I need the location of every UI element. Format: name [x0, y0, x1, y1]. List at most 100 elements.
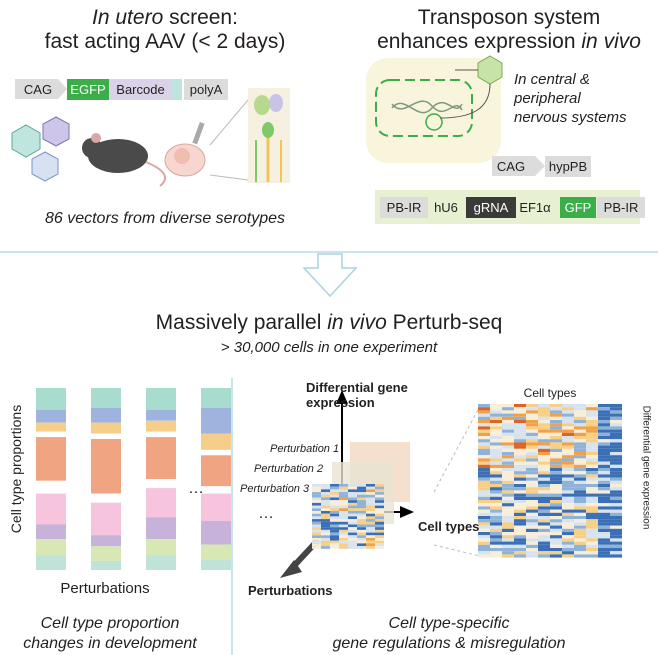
- pb-ir-right: PB-IR: [597, 197, 645, 218]
- hm-big-cell: [610, 461, 622, 465]
- hm-big-cell: [562, 490, 574, 494]
- hm-big-cell: [502, 519, 514, 523]
- hm-big-cell: [526, 516, 538, 520]
- hm-big-cell: [598, 490, 610, 494]
- hm-big-cell: [490, 410, 502, 414]
- hm-front-cell: [339, 532, 348, 536]
- hm-front-cell: [339, 516, 348, 520]
- hm-big-cell: [526, 480, 538, 484]
- hm-big-cell: [574, 420, 586, 424]
- hm-big-cell: [562, 439, 574, 443]
- hm-big-cell: [550, 509, 562, 513]
- hm-big-cell: [514, 490, 526, 494]
- hm-big-cell: [478, 512, 490, 516]
- hm-big-cell: [538, 493, 550, 497]
- hm-big-cell: [598, 464, 610, 468]
- proportion-caption-line1: Cell type proportion: [40, 615, 180, 632]
- hm-big-cell: [502, 474, 514, 478]
- hm-big-cell: [550, 532, 562, 536]
- hm-big-cell: [514, 445, 526, 449]
- hm-big-cell: [538, 554, 550, 558]
- hm-big-cell: [598, 516, 610, 520]
- hm-big-cell: [598, 452, 610, 456]
- hm-big-cell: [598, 429, 610, 433]
- hm-big-cell: [562, 506, 574, 510]
- hm-big-cell: [574, 474, 586, 478]
- hm-big-cell: [478, 525, 490, 529]
- axis-cell-types: Cell types: [418, 519, 480, 534]
- hm-front-cell: [375, 502, 384, 506]
- hm-big-cell: [574, 413, 586, 417]
- hm-big-cell: [574, 429, 586, 433]
- hm-big-cell: [610, 551, 622, 555]
- hm-front-cell: [330, 513, 339, 517]
- hm-big-cell: [586, 461, 598, 465]
- hm-front-cell: [321, 546, 330, 549]
- hm-front-cell: [339, 521, 348, 525]
- hm-big-cell: [502, 548, 514, 552]
- hm-big-cell: [550, 404, 562, 408]
- hm-big-cell: [526, 429, 538, 433]
- hm-big-cell: [478, 455, 490, 459]
- hm-big-cell: [550, 525, 562, 529]
- hm-front-cell: [330, 502, 339, 506]
- hm-big-cell: [490, 493, 502, 497]
- hm-front-cell: [366, 508, 375, 511]
- bar-segment-0-2: [36, 422, 66, 432]
- hm-big-cell: [514, 538, 526, 542]
- cag-promoter: CAG: [23, 82, 53, 97]
- hm-front-cell: [321, 513, 330, 517]
- hm-front-cell: [348, 540, 357, 544]
- hm-big-cell: [478, 404, 490, 408]
- hm-big-cell: [598, 544, 610, 548]
- hm-front-cell: [348, 511, 357, 514]
- hm-big-cell: [586, 410, 598, 414]
- hm-big-cell: [550, 522, 562, 526]
- hm-big-cell: [586, 458, 598, 462]
- hm-big-cell: [514, 442, 526, 446]
- hm-front-cell: [375, 540, 384, 544]
- hm-big-cell: [490, 458, 502, 462]
- hm-big-cell: [574, 525, 586, 529]
- hm-big-cell: [610, 416, 622, 420]
- hm-front-cell: [357, 500, 366, 503]
- hm-big-cell: [574, 461, 586, 465]
- polya-segment: polyA: [184, 79, 228, 100]
- hm-big-cell: [502, 490, 514, 494]
- hm-big-cell: [562, 413, 574, 417]
- hm-big-cell: [550, 445, 562, 449]
- hm-big-cell: [598, 528, 610, 532]
- hm-big-cell: [490, 509, 502, 513]
- hm-front-cell: [330, 508, 339, 511]
- hm-big-cell: [598, 512, 610, 516]
- hm-big-cell: [538, 471, 550, 475]
- hm-big-cell: [538, 551, 550, 555]
- bar-segment-1-4: [91, 439, 121, 494]
- hm-front-cell: [357, 532, 366, 536]
- hm-big-cell: [478, 509, 490, 513]
- hm-big-cell: [478, 487, 490, 491]
- hm-big-cell: [562, 496, 574, 500]
- perturbseq-title-suffix: Perturb-seq: [386, 311, 503, 334]
- hm-big-cell: [490, 471, 502, 475]
- hm-big-cell: [550, 436, 562, 440]
- hm-big-cell: [514, 423, 526, 427]
- hm-big-cell: [574, 436, 586, 440]
- hm-big-cell: [502, 420, 514, 424]
- hm-front-cell: [312, 502, 321, 506]
- hm-big-cell: [478, 541, 490, 545]
- hm-big-cell: [574, 487, 586, 491]
- hm-big-cell: [598, 455, 610, 459]
- hm-big-cell: [610, 493, 622, 497]
- hm-front-cell: [348, 486, 357, 490]
- hm-big-cell: [490, 404, 502, 408]
- hm-big-cell: [550, 500, 562, 504]
- cag-label-2: CAG: [496, 159, 526, 174]
- hm-big-cell: [490, 474, 502, 478]
- neuron-tissue-illustration: [209, 88, 290, 183]
- hm-big-cell: [502, 436, 514, 440]
- hm-big-cell: [574, 500, 586, 504]
- hm-front-cell: [339, 489, 348, 493]
- hm-big-cell: [478, 461, 490, 465]
- hm-big-cell: [502, 541, 514, 545]
